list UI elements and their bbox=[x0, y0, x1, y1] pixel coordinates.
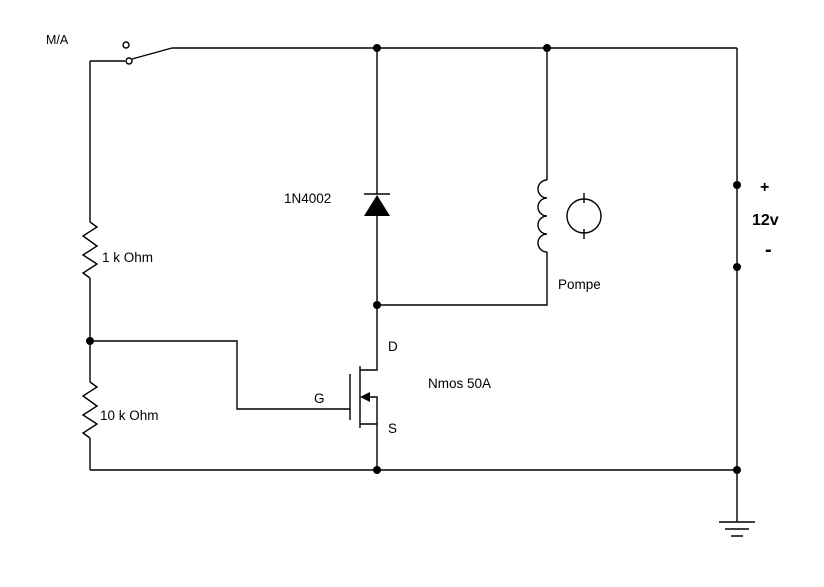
switch-terminal-top bbox=[122, 41, 130, 49]
switch-label: M/A bbox=[46, 33, 69, 47]
junction-dot-top-diode bbox=[373, 44, 381, 52]
motor-circle-symbol bbox=[566, 198, 602, 234]
junction-dot-supply-minus bbox=[733, 263, 741, 271]
diode-label: 1N4002 bbox=[284, 191, 331, 206]
junction-dot-divider bbox=[86, 337, 94, 345]
mosfet-source-label: S bbox=[388, 421, 397, 436]
mosfet-body-arrow bbox=[360, 392, 370, 402]
solid-layer bbox=[86, 44, 741, 474]
wire-layer bbox=[81, 41, 755, 537]
wire-pump-bottom bbox=[377, 252, 548, 306]
resistor-10k-symbol bbox=[81, 381, 99, 439]
ground-symbol bbox=[719, 521, 755, 537]
resistor-top-label: 1 k Ohm bbox=[102, 250, 153, 265]
switch-terminal-bottom bbox=[125, 57, 133, 65]
junction-dot-supply-plus bbox=[733, 181, 741, 189]
inductor-coil-symbol bbox=[537, 179, 548, 253]
junction-dot-bottom-right bbox=[733, 466, 741, 474]
wire-gate bbox=[90, 340, 350, 410]
junction-dot-drain-node bbox=[373, 301, 381, 309]
wire-source bbox=[360, 423, 378, 470]
mosfet-drain-label: D bbox=[388, 339, 398, 354]
wire-drain bbox=[360, 305, 378, 371]
junction-dot-source-node bbox=[373, 466, 381, 474]
resistor-1k-symbol bbox=[81, 221, 99, 279]
pump-label: Pompe bbox=[558, 277, 601, 292]
diode-triangle bbox=[364, 195, 390, 216]
switch-blade bbox=[131, 47, 173, 60]
mosfet-gate-label: G bbox=[314, 391, 325, 406]
junction-dot-top-pump bbox=[543, 44, 551, 52]
supply-plus-label: + bbox=[760, 179, 769, 196]
label-layer: M/A 1 k Ohm 10 k Ohm 1N4002 Pompe D G S … bbox=[46, 33, 779, 436]
supply-voltage-label: 12v bbox=[752, 212, 779, 229]
mosfet-body-wire bbox=[370, 396, 378, 424]
resistor-bottom-label: 10 k Ohm bbox=[100, 408, 159, 423]
mosfet-label: Nmos 50A bbox=[428, 376, 491, 391]
supply-minus-label: - bbox=[765, 239, 772, 261]
